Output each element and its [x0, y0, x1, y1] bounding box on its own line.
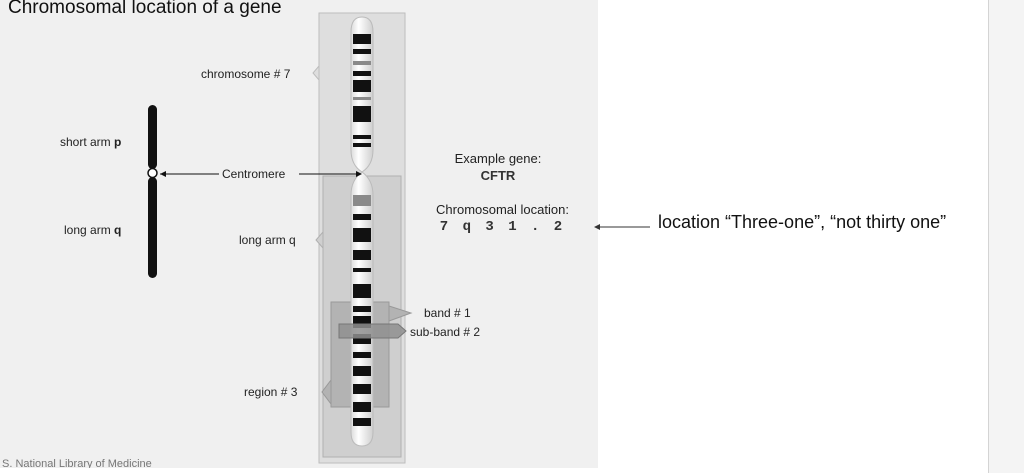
- simple-p-arm: [148, 105, 157, 169]
- sub-band-label: sub-band # 2: [410, 325, 481, 339]
- annotation-note: location “Three-one”, “not thirty one”: [658, 212, 947, 232]
- chromosome-label: chromosome # 7: [201, 67, 291, 81]
- band: [353, 97, 371, 100]
- centromere-arrowhead-left: [160, 171, 166, 177]
- band: [353, 402, 371, 412]
- centromere-circle: [147, 167, 158, 179]
- band-pointer: [388, 305, 413, 322]
- band: [353, 366, 371, 376]
- band: [353, 61, 371, 65]
- chromosome-p-arm: [350, 16, 374, 173]
- vertical-scrollbar[interactable]: [988, 0, 1024, 473]
- sub-band-arrow: [338, 323, 407, 339]
- credit-text: S. National Library of Medicine: [2, 458, 152, 468]
- example-gene-label: Example gene:: [454, 151, 542, 166]
- centromere-arrowhead-right: [356, 171, 362, 177]
- band: [353, 49, 371, 54]
- band: [353, 143, 371, 147]
- band: [353, 71, 371, 76]
- chromosome-7: [350, 16, 374, 447]
- long-arm-text: long arm: [64, 223, 115, 237]
- band: [353, 284, 371, 298]
- band: [353, 195, 371, 206]
- band: [353, 268, 371, 272]
- long-arm-letter: q: [114, 223, 122, 237]
- chromosome-figure: Chromosomal location of a gene chromosom…: [0, 0, 598, 468]
- long-arm-label: long arm q: [64, 223, 121, 237]
- band: [353, 352, 371, 358]
- simple-q-arm: [148, 177, 157, 278]
- band: [353, 250, 371, 260]
- centromere-label: Centromere: [222, 167, 286, 181]
- band: [353, 418, 371, 426]
- band: [353, 80, 371, 92]
- band: [353, 334, 371, 344]
- chromosomal-location-value: 7 q 3 1 . 2: [439, 219, 566, 235]
- chromosome-diagram: [147, 12, 413, 464]
- long-arm-pointer: [315, 230, 324, 250]
- band: [353, 214, 371, 220]
- band: [353, 106, 371, 122]
- band: [353, 306, 371, 312]
- band: [353, 228, 371, 242]
- band: [353, 135, 371, 139]
- band: [353, 384, 371, 394]
- annotation-pane: [598, 0, 988, 473]
- region-label: region # 3: [244, 385, 298, 399]
- example-gene-name: CFTR: [480, 168, 516, 183]
- band: [353, 34, 371, 44]
- short-arm-text: short arm: [60, 135, 115, 149]
- long-arm-right-label: long arm q: [239, 233, 296, 247]
- simple-chromosome: [147, 105, 158, 278]
- band-label: band # 1: [424, 306, 471, 320]
- short-arm-label: short arm p: [60, 135, 121, 149]
- chromosome-pointer: [312, 64, 320, 82]
- figure-title: Chromosomal location of a gene: [8, 0, 282, 18]
- region-pointer: [321, 378, 332, 406]
- chromosomal-location-label: Chromosomal location:: [436, 202, 569, 217]
- short-arm-letter: p: [114, 135, 122, 149]
